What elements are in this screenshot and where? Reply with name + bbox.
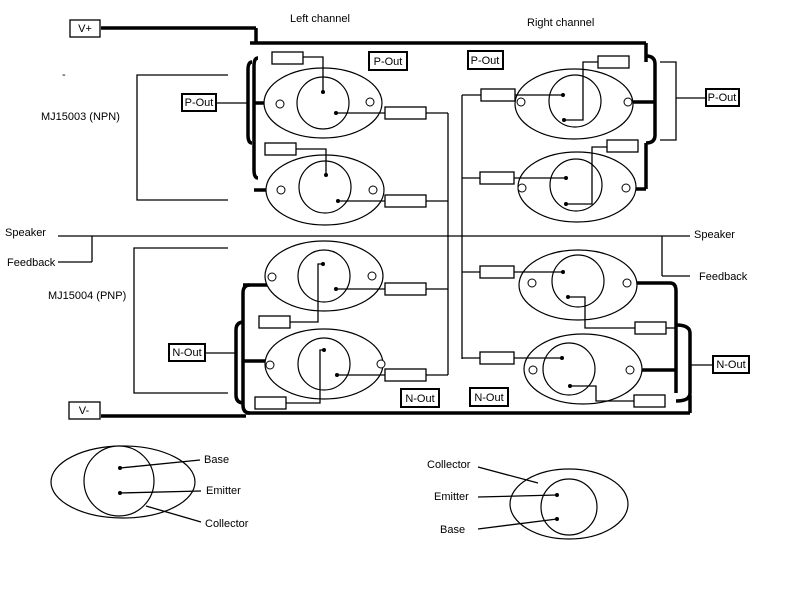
base-resistor [634,321,667,335]
emitter-resistor [480,88,516,102]
left-n-out-bus [205,283,270,415]
right-channel-label: Right channel [527,17,594,29]
legend-base-label: Base [440,524,465,536]
svg-text:N-Out: N-Out [172,347,201,359]
pnp-bracket [133,247,228,394]
dash-mark: - [62,69,66,81]
svg-text:P-Out: P-Out [708,92,737,104]
pinout-legend-right: Collector Emitter Base [427,459,629,540]
v-minus-terminal: V- [68,401,101,420]
feedback-label-right: Feedback [699,271,748,283]
n-out-terminal-left-bottom: N-Out [400,388,440,408]
transistor-right-pnp-2 [462,333,666,408]
emitter-resistor [384,368,427,382]
emitter-resistor [479,265,515,279]
base-resistor [258,315,291,329]
legend-collector-label: Collector [427,459,471,471]
v-plus-terminal: V+ [69,19,101,38]
p-out-terminal-right-top: P-Out [467,50,504,70]
transistor-right-npn-1 [462,55,634,140]
left-channel-label: Left channel [290,13,350,25]
speaker-label-left: Speaker [5,227,46,239]
speaker-label-right: Speaker [694,229,735,241]
p-out-terminal-left-top: P-Out [368,51,408,71]
npn-bracket [136,74,228,201]
emitter-resistor [384,194,427,208]
svg-text:N-Out: N-Out [474,392,503,404]
n-out-terminal-left: N-Out [168,343,206,362]
legend-emitter-label: Emitter [434,491,469,503]
transistor-left-pnp-2 [254,328,448,410]
svg-text:P-Out: P-Out [374,56,403,68]
pnp-part-label: MJ15004 (PNP) [48,290,126,302]
speaker-bus [58,95,690,375]
feedback-label-left: Feedback [7,257,56,269]
emitter-resistor [384,282,427,296]
base-resistor [254,396,287,410]
transistor-left-npn-2 [264,142,448,226]
base-resistor [597,55,630,69]
svg-text:P-Out: P-Out [471,55,500,67]
transistor-right-npn-2 [462,139,639,223]
base-resistor [271,51,304,65]
svg-text:N-Out: N-Out [405,393,434,405]
n-out-terminal-right-bottom: N-Out [469,387,509,407]
svg-text:V+: V+ [78,23,92,35]
right-n-out-bus [628,281,713,403]
p-out-terminal-left: P-Out [181,93,217,112]
v-plus-rail [101,26,648,62]
transistor-left-npn-1 [263,51,448,139]
emitter-resistor [479,351,515,365]
legend-emitter-label: Emitter [206,485,241,497]
base-resistor [606,139,639,153]
npn-part-label: MJ15003 (NPN) [41,111,120,123]
base-resistor [264,142,297,156]
pinout-legend-left: Base Emitter Collector [50,445,249,530]
n-out-terminal-right: N-Out [712,355,750,374]
svg-text:V-: V- [79,405,90,417]
emitter-resistor [384,106,427,120]
left-p-out-bus [217,56,276,192]
emitter-resistor [479,171,515,185]
svg-text:P-Out: P-Out [185,97,214,109]
transistor-left-pnp-1 [258,240,448,329]
legend-collector-label: Collector [205,518,249,530]
p-out-terminal-right: P-Out [705,88,740,107]
legend-base-label: Base [204,454,229,466]
transistor-right-pnp-1 [462,249,676,335]
base-resistor [633,394,666,408]
svg-text:N-Out: N-Out [716,359,745,371]
right-p-out-bus [632,54,706,191]
